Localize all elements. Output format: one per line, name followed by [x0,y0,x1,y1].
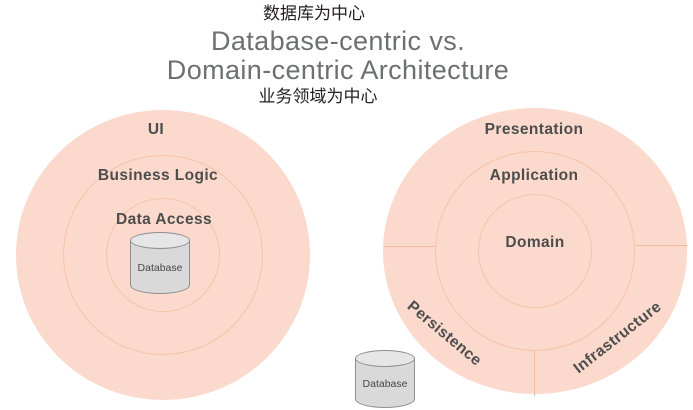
sector-divider-right [635,245,688,246]
cylinder-top-ellipse [355,350,415,367]
database-label: Database [137,261,183,274]
left-ring-label-ui: UI [147,121,165,138]
database-label: Database [362,377,408,390]
sector-divider-left [384,246,435,247]
sector-divider-bottom [534,351,535,396]
left-ring-label-business-logic: Business Logic [97,167,219,184]
title-line-2: Domain-centric Architecture [166,55,510,85]
database-cylinder-icon: Database [130,232,190,294]
annotation-database-centric-cn: 数据库为中心 [263,4,365,23]
cylinder-top-ellipse [130,232,190,249]
right-inner-ring-circle [478,194,592,308]
external-database-cylinder-icon: Database [355,350,415,408]
right-ring-label-presentation: Presentation [484,121,584,138]
title-line-1: Database-centric vs. [210,26,466,56]
annotation-domain-centric-cn: 业务领域为中心 [258,87,378,106]
right-ring-label-application: Application [489,167,579,184]
right-ring-label-domain: Domain [505,234,565,251]
cylinder-body [130,240,190,294]
page-title: Database-centric vs.Domain-centric Archi… [167,27,509,85]
left-ring-label-data-access: Data Access [115,211,213,228]
